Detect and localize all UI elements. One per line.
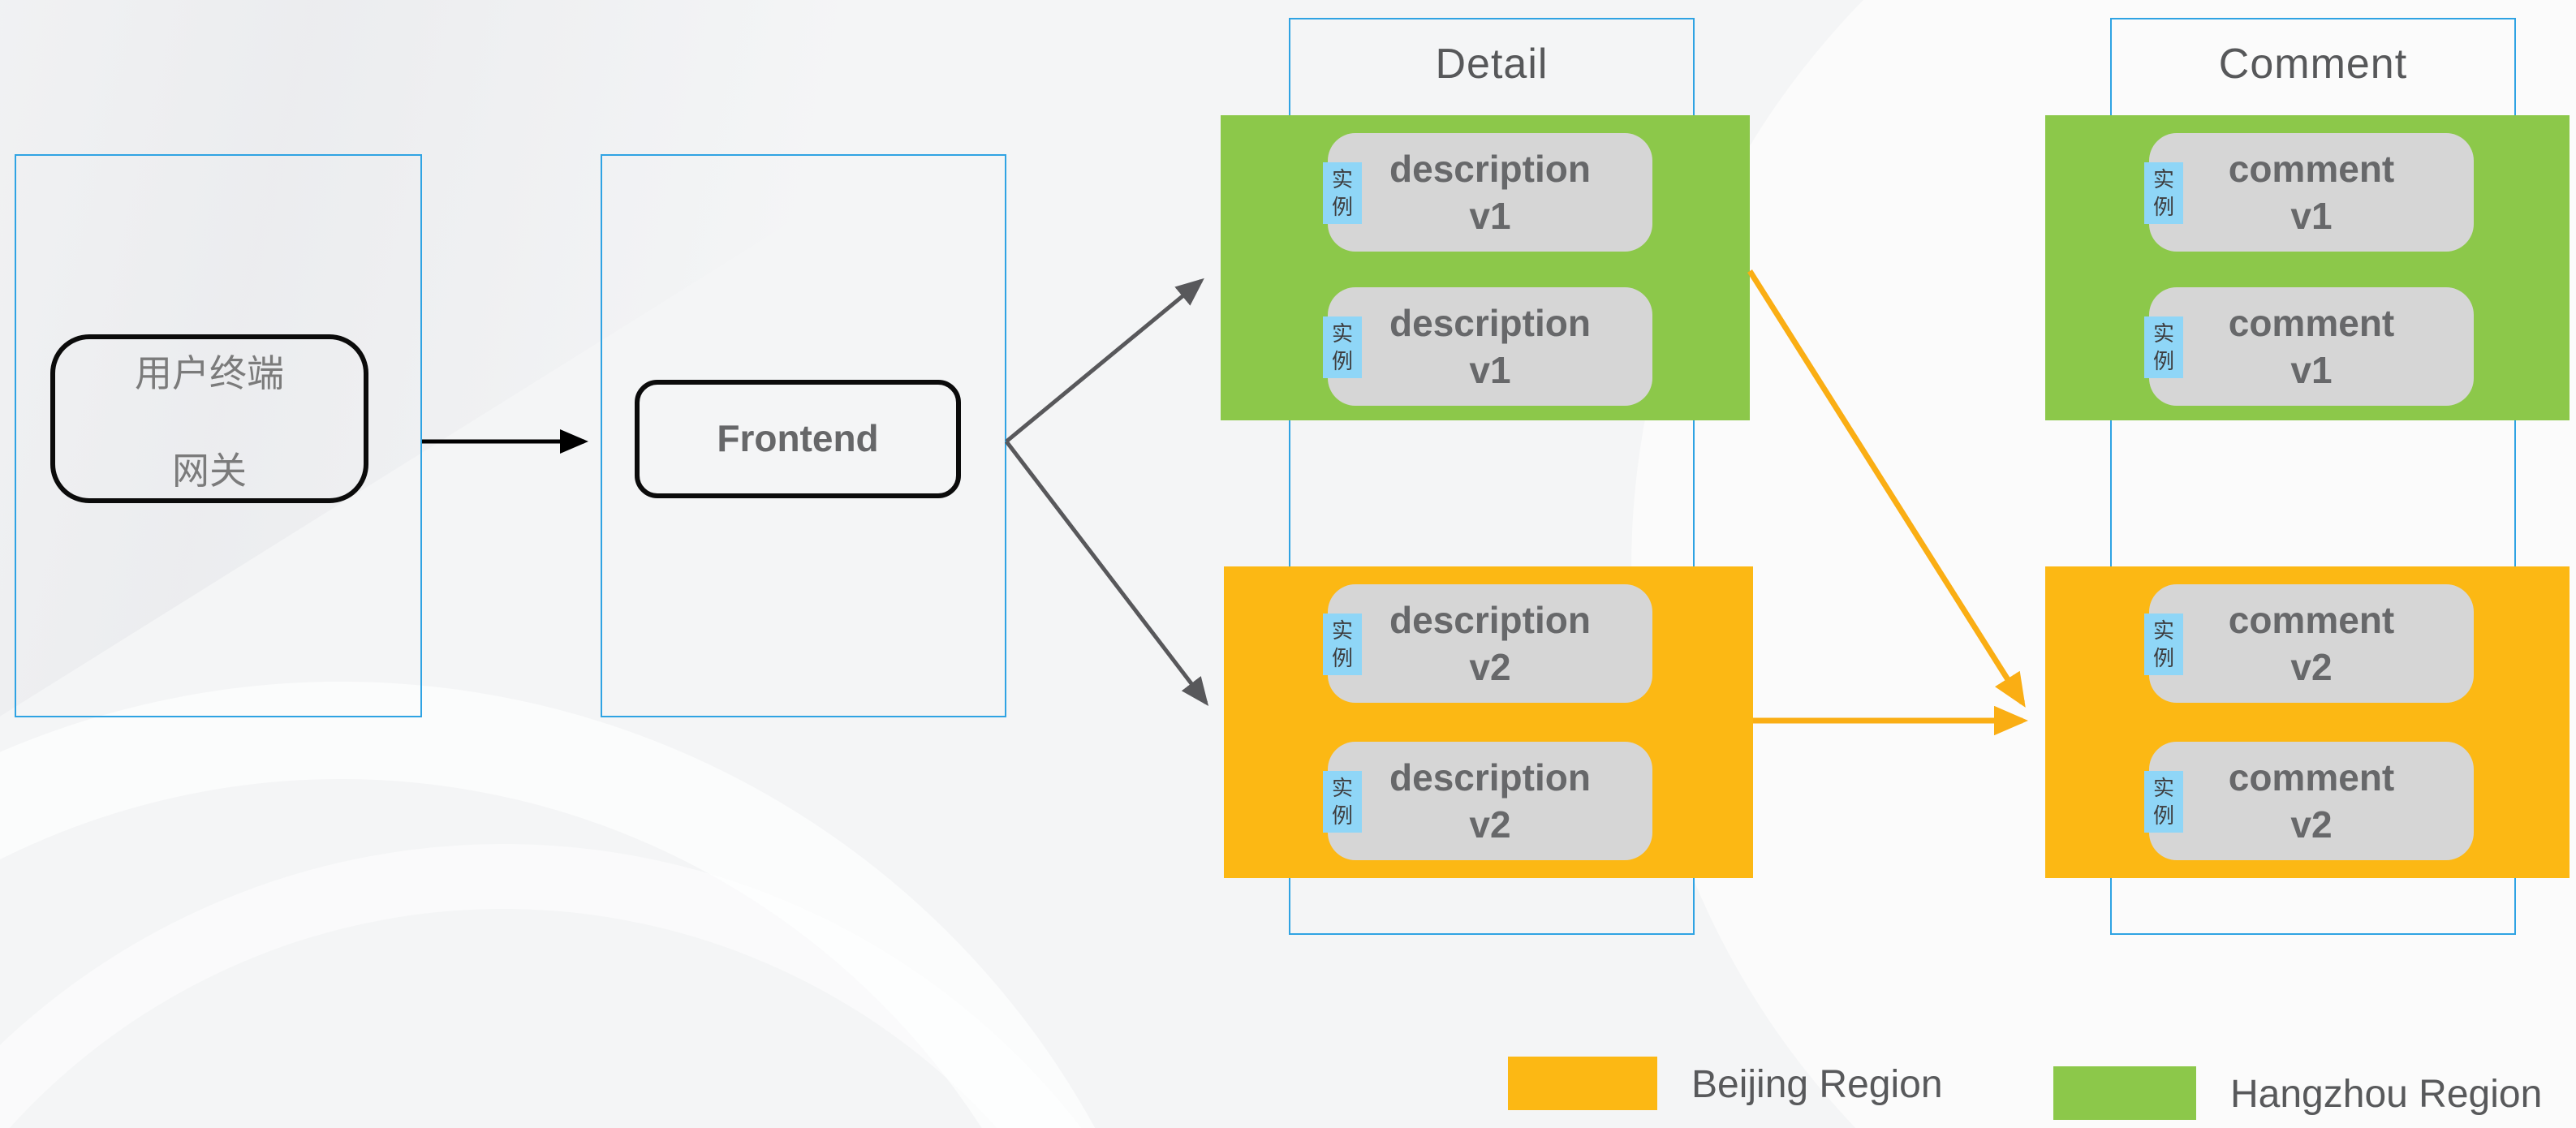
instance-pill: 实 例 description v1 bbox=[1323, 133, 1652, 252]
background-ring-swoosh-2 bbox=[0, 844, 1234, 1128]
badge-char-1: 实 bbox=[1331, 167, 1353, 192]
detail-section-title: Detail bbox=[1435, 39, 1549, 88]
instance-badge: 实 例 bbox=[1323, 771, 1362, 833]
instance-pill: 实 例 description v2 bbox=[1323, 742, 1652, 860]
legend-swatch-hangzhou bbox=[2053, 1066, 2196, 1120]
arrow-frontend-to-detail-beijing bbox=[1005, 440, 1209, 706]
background-ring-swoosh bbox=[0, 682, 1201, 1128]
comment-section-title: Comment bbox=[2218, 39, 2408, 88]
legend-swatch-beijing bbox=[1508, 1057, 1657, 1110]
instance-pill: 实 例 comment v1 bbox=[2144, 287, 2474, 406]
instance-badge: 实 例 bbox=[1323, 316, 1362, 378]
instance-pill: 实 例 description v2 bbox=[1323, 584, 1652, 703]
instance-version: v1 bbox=[1469, 194, 1511, 236]
legend-label-hangzhou: Hangzhou Region bbox=[2230, 1073, 2543, 1117]
instance-pill: 实 例 comment v1 bbox=[2144, 133, 2474, 252]
badge-char-2: 例 bbox=[1331, 349, 1353, 373]
instance-name: comment bbox=[2228, 756, 2395, 798]
user-gateway-label-line1: 用户终端 bbox=[135, 352, 284, 394]
badge-char-1: 实 bbox=[1331, 321, 1353, 346]
instance-name: description bbox=[1389, 147, 1591, 189]
instance-badge: 实 例 bbox=[1323, 614, 1362, 675]
instance-pill: 实 例 comment v2 bbox=[2144, 584, 2474, 703]
instance-name: comment bbox=[2228, 598, 2395, 640]
frontend-node: Frontend bbox=[635, 380, 961, 498]
frontend-label: Frontend bbox=[717, 417, 879, 459]
badge-char-2: 例 bbox=[1331, 646, 1353, 670]
legend-label-beijing: Beijing Region bbox=[1691, 1063, 1943, 1107]
instance-version: v1 bbox=[2290, 348, 2333, 390]
instance-name: description bbox=[1389, 756, 1591, 798]
instance-name: description bbox=[1389, 598, 1591, 640]
user-gateway-node: 用户终端 网关 bbox=[50, 334, 368, 503]
arrow-detail-hangzhou-to-comment-beijing bbox=[1747, 269, 2026, 708]
instance-version: v2 bbox=[1469, 645, 1511, 687]
instance-version: v2 bbox=[2290, 645, 2333, 687]
instance-version: v2 bbox=[1469, 803, 1511, 845]
instance-version: v2 bbox=[2290, 803, 2333, 845]
badge-char-1: 实 bbox=[1331, 618, 1353, 643]
instance-name: description bbox=[1389, 301, 1591, 343]
badge-char-2: 例 bbox=[1331, 803, 1353, 828]
instance-version: v1 bbox=[2290, 194, 2333, 236]
instance-name: comment bbox=[2228, 301, 2395, 343]
instance-badge: 实 例 bbox=[1323, 162, 1362, 224]
user-gateway-label-line2: 网关 bbox=[172, 450, 247, 492]
instance-pill: 实 例 description v1 bbox=[1323, 287, 1652, 406]
badge-char-1: 实 bbox=[1331, 776, 1353, 800]
instance-version: v1 bbox=[1469, 348, 1511, 390]
instance-name: comment bbox=[2228, 147, 2395, 189]
instance-pill: 实 例 comment v2 bbox=[2144, 742, 2474, 860]
badge-char-2: 例 bbox=[1331, 195, 1353, 219]
arrow-frontend-to-detail-hangzhou bbox=[1005, 278, 1204, 443]
